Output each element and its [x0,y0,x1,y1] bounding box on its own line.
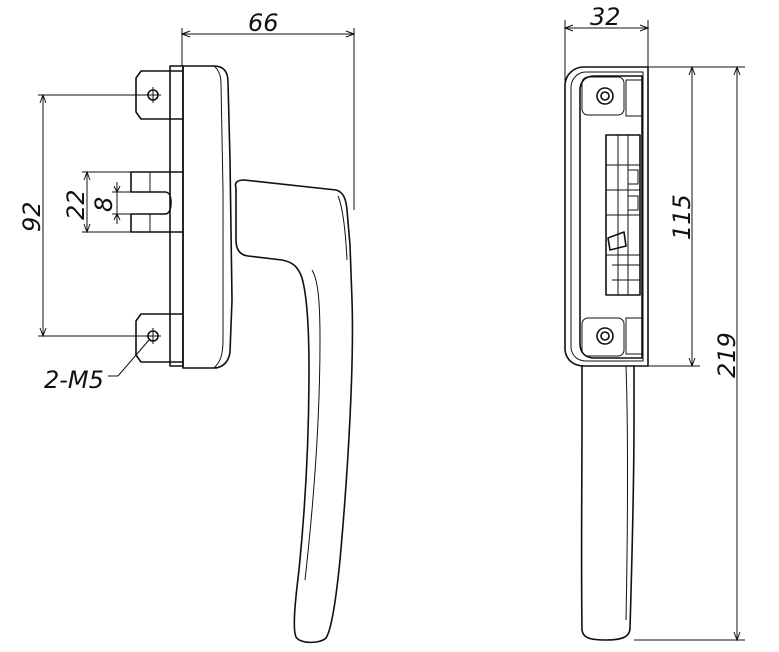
dim-label-8: 8 [90,197,118,212]
dim-slot-8: 8 [90,182,131,224]
side-body-outline [564,66,649,367]
side-lever [580,365,635,641]
spindle-fork [130,171,184,233]
screw-note-label: 2-M5 [44,366,104,394]
dim-width-66: 66 [180,9,356,210]
side-lever-edge [625,365,628,621]
top-screw-boss [581,76,625,116]
top-boss-block [625,79,643,117]
dim-total-219: 219 [634,65,745,642]
dim-hole-spacing-92: 92 [18,93,148,338]
dim-slot-22: 22 [62,170,131,234]
lever-top-edge-line [337,195,348,261]
dim-label-115: 115 [668,194,696,240]
bottom-screw-boss [581,317,625,357]
ratchet-mechanism [605,134,641,296]
bottom-mounting-ear [135,313,183,363]
side-bottom-screw [596,327,614,345]
lever-edge-line [304,269,321,581]
dim-label-92: 92 [18,201,46,232]
dim-label-22: 22 [62,189,90,220]
rose-edge-line [213,65,224,369]
side-recess [579,75,643,359]
lever-handle [234,179,354,644]
bottom-boss-block [625,317,643,355]
dim-label-32: 32 [590,3,621,31]
dim-label-219: 219 [713,332,741,378]
screw-callout: 2-M5 [44,339,150,394]
side-top-screw [596,87,614,105]
side-view: 32 115 219 [563,3,745,642]
side-body-inner [570,71,644,362]
handle-rose [182,65,233,369]
front-view: 66 92 22 8 [18,9,356,644]
back-plate [169,65,184,367]
dim-depth-32: 32 [563,3,650,84]
dim-base-115: 115 [648,65,700,368]
dim-label-66: 66 [248,9,279,37]
